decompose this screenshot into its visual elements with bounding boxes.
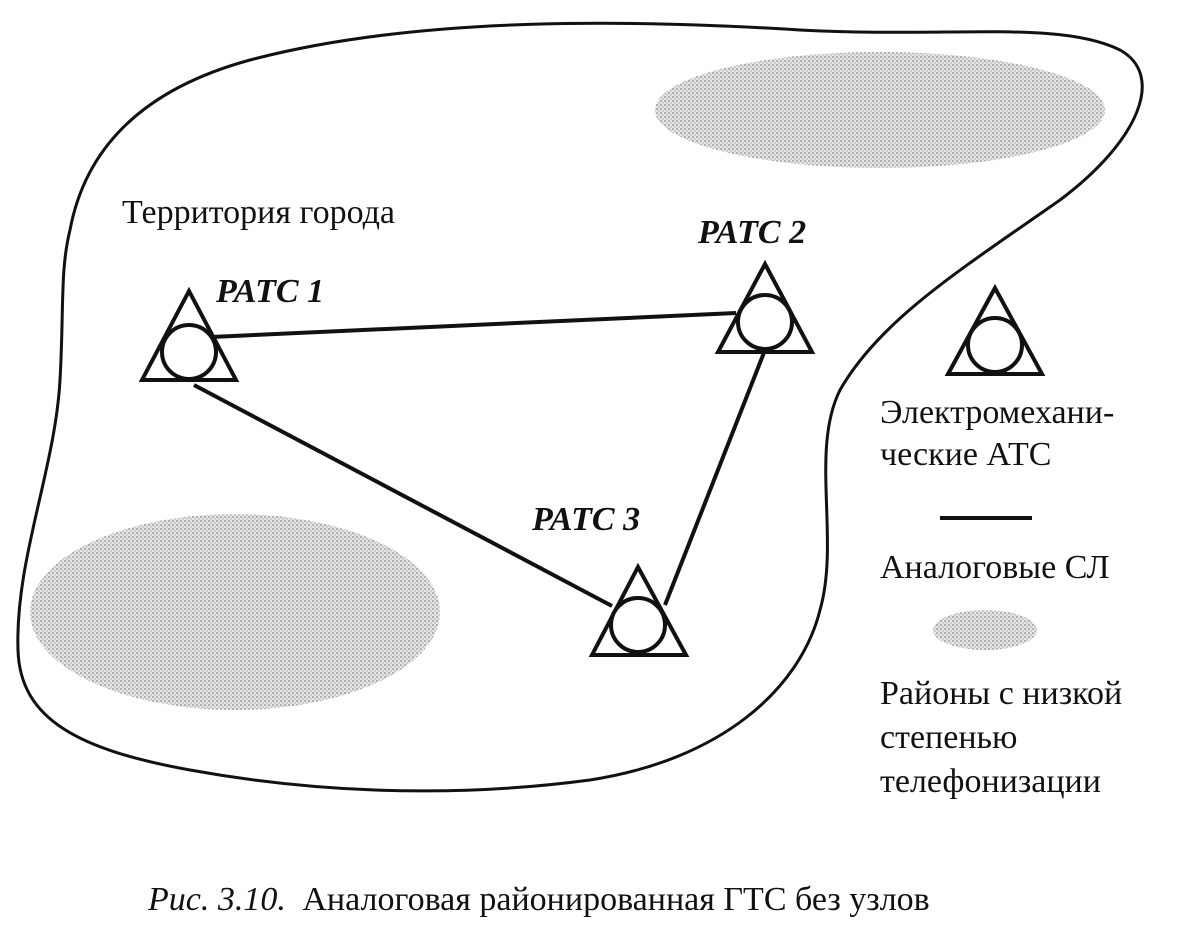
low-telephonization-region-top-right	[655, 52, 1105, 168]
legend: Электромехани- ческие АТС Аналоговые СЛ …	[880, 283, 1122, 800]
city-territory-boundary	[16, 21, 1144, 793]
low-telephonization-region-bottom-left	[30, 514, 440, 710]
link-ratc1-ratc3	[193, 383, 613, 608]
trunk-lines	[193, 311, 767, 608]
link-ratc2-ratc3	[663, 349, 767, 606]
legend-low-tel-line2: степенью	[880, 719, 1017, 756]
territory-label: Территория города	[122, 194, 395, 231]
station-ratc3-circle	[609, 596, 667, 654]
legend-electromech-icon	[944, 283, 1046, 376]
station-ratc1-label: РАТС 1	[215, 273, 324, 310]
station-ratc2-label: РАТС 2	[697, 214, 806, 251]
figure-caption: Рис. 3.10. Аналоговая районированная ГТС…	[147, 881, 930, 918]
legend-electromech-line2: ческие АТС	[880, 436, 1051, 473]
station-ratc2	[714, 259, 816, 354]
figure-caption-prefix: Рис. 3.10.	[147, 881, 286, 918]
station-ratc3	[588, 562, 690, 657]
legend-analog-lines-label: Аналоговые СЛ	[880, 549, 1110, 586]
legend-low-tel-line3: телефонизации	[880, 763, 1101, 800]
figure-caption-text: Аналоговая районированная ГТС без узлов	[302, 881, 929, 918]
station-ratc1-circle	[160, 323, 218, 381]
legend-low-tel-line1: Районы с низкой	[880, 675, 1122, 712]
link-ratc1-ratc2	[210, 311, 737, 339]
legend-low-telephonization-swatch	[933, 610, 1037, 650]
station-ratc3-label: РАТС 3	[531, 501, 640, 538]
legend-electromech-line1: Электромехани-	[880, 394, 1114, 431]
station-ratc1	[138, 286, 240, 382]
station-ratc2-circle	[736, 293, 794, 351]
